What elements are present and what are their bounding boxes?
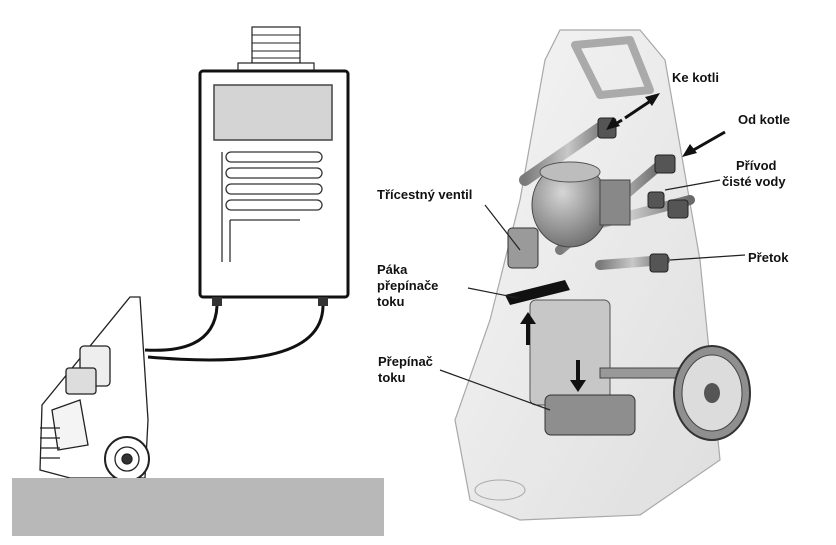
label-three-way-valve: Třícestný ventil xyxy=(377,187,473,202)
label-clean-water-inlet-2: čisté vody xyxy=(722,174,786,189)
label-from-boiler: Od kotle xyxy=(738,112,791,127)
arrow-to-boiler xyxy=(606,93,660,130)
label-lever-2: přepínače xyxy=(377,278,439,293)
flushing-machine-cutaway xyxy=(454,29,751,521)
arrow-from-boiler xyxy=(682,130,726,157)
floor xyxy=(12,478,384,536)
boiler-illustration xyxy=(144,26,350,362)
machine-shell xyxy=(454,29,721,521)
base-cutout xyxy=(474,479,526,501)
flow-switch xyxy=(520,299,636,436)
wheel xyxy=(673,345,751,441)
boiler-heat-exchanger xyxy=(221,151,323,262)
leader-lines xyxy=(439,179,746,411)
boiler-connector-left xyxy=(212,297,222,306)
boiler-flue xyxy=(237,26,315,72)
label-to-boiler: Ke kotli xyxy=(672,70,719,85)
boiler-panel xyxy=(213,84,333,141)
flow-switch-lever xyxy=(505,280,570,305)
label-lever-1: Páka xyxy=(377,262,408,277)
three-way-valve xyxy=(507,227,539,269)
label-lever-3: toku xyxy=(377,294,405,309)
label-flow-switch-2: toku xyxy=(378,370,406,385)
hoses xyxy=(144,305,325,362)
boiler-connector-right xyxy=(318,297,328,306)
label-overflow: Přetok xyxy=(748,250,789,265)
handle xyxy=(571,36,654,99)
label-clean-water-inlet-1: Přívod xyxy=(736,158,777,173)
flushing-machine-small xyxy=(39,296,150,482)
label-flow-switch-1: Přepínač xyxy=(378,354,433,369)
motor xyxy=(531,161,631,248)
